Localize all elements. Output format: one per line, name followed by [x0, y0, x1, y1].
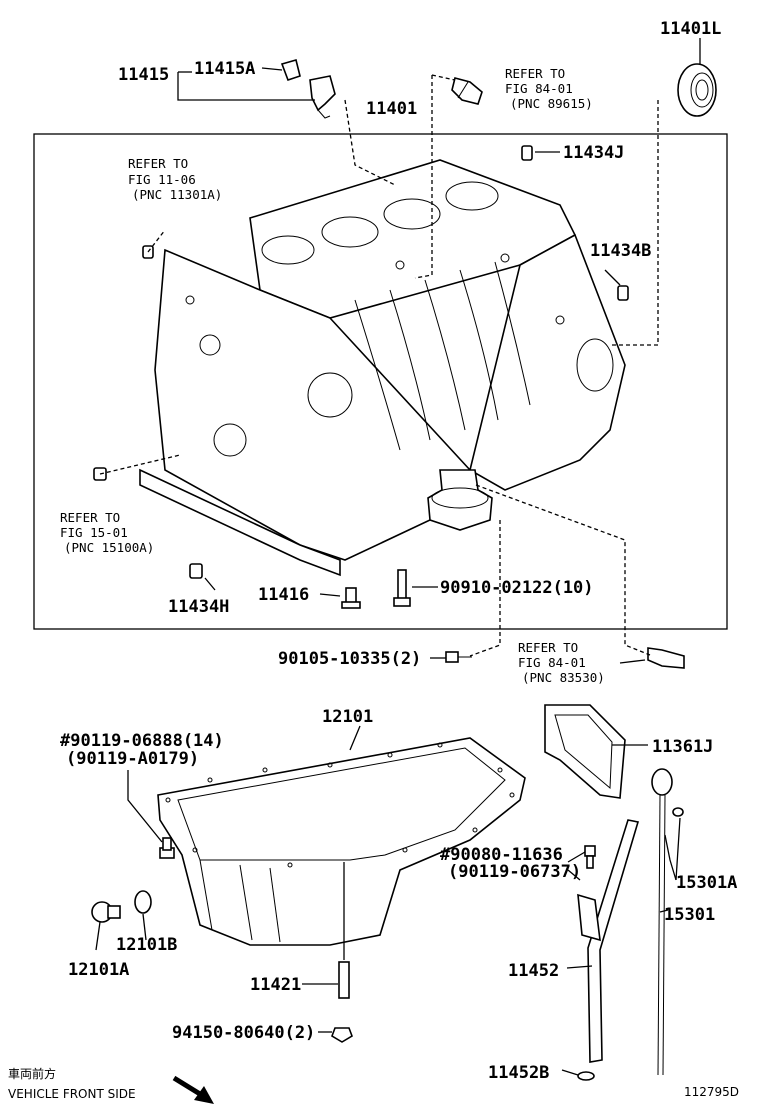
ref-83530-line2: FIG 84-01	[518, 655, 586, 670]
vehicle-front-jp: 車両前方	[8, 1066, 56, 1081]
ref-15100A-line1: REFER TO	[60, 510, 120, 525]
label-11401L: 11401L	[660, 19, 721, 39]
label-90080-11636: #90080-11636	[440, 845, 563, 865]
label-11452B: 11452B	[488, 1063, 549, 1083]
label-15301A: 15301A	[676, 873, 737, 893]
ref-15100A-line2: FIG 15-01	[60, 525, 128, 540]
cylinder-block-group-frame	[33, 133, 728, 630]
part-90080-bolt	[584, 845, 596, 869]
label-11434H: 11434H	[168, 597, 229, 617]
cylinder-block-illustration	[139, 159, 626, 577]
part-12101A-plug	[91, 901, 121, 923]
label-90119-A0179: (90119-A0179)	[66, 749, 199, 769]
ref-83530-line1: REFER TO	[518, 640, 578, 655]
part-90119-bolt	[159, 837, 175, 859]
label-11401: 11401	[366, 99, 417, 119]
ref-15100A-line3: (PNC 15100A)	[64, 540, 154, 555]
label-11415: 11415	[118, 65, 169, 85]
ref-89615-line3: (PNC 89615)	[510, 96, 593, 111]
part-11452B-oring	[577, 1071, 595, 1081]
figure-code: 112795D	[684, 1085, 739, 1099]
label-12101B: 12101B	[116, 935, 177, 955]
ref-11301A-line3: (PNC 11301A)	[132, 187, 222, 202]
part-11401L-seal	[677, 63, 717, 117]
part-11416-plug	[341, 587, 361, 609]
label-11421: 11421	[250, 975, 301, 995]
part-11452-guide	[577, 819, 640, 1063]
part-11434B-dowel	[617, 285, 629, 301]
part-83530-switch	[647, 647, 685, 669]
ref-89615-line2: FIG 84-01	[505, 81, 573, 96]
label-11415A: 11415A	[194, 59, 255, 79]
part-94150-nut	[331, 1027, 353, 1043]
label-11434J: 11434J	[563, 143, 624, 163]
label-11361J: 11361J	[652, 737, 713, 757]
label-11416: 11416	[258, 585, 309, 605]
ref-83530-line3: (PNC 83530)	[522, 670, 605, 685]
label-90910-02122: 90910-02122(10)	[440, 578, 594, 598]
vehicle-front-en: VEHICLE FRONT SIDE	[8, 1087, 136, 1101]
label-90105-10335: 90105-10335(2)	[278, 649, 421, 669]
ref-11301A-line2: FIG 11-06	[128, 172, 196, 187]
front-direction-arrow-icon	[172, 1075, 214, 1104]
leader-lines	[95, 38, 701, 1076]
part-15301A-oring	[672, 807, 684, 817]
part-12101B-gasket	[134, 890, 152, 914]
part-11415-nozzle	[280, 59, 336, 119]
label-90119-06888: #90119-06888(14)	[60, 731, 224, 751]
part-15301-dipstick	[651, 768, 673, 1076]
part-90910-bolt	[393, 569, 411, 607]
label-15301: 15301	[664, 905, 715, 925]
part-11434H-dowel	[189, 563, 203, 579]
part-89615-sensor	[451, 77, 483, 105]
label-12101A: 12101A	[68, 960, 129, 980]
label-11452: 11452	[508, 961, 559, 981]
part-11361J-baffle	[544, 704, 626, 799]
label-94150-80640: 94150-80640(2)	[172, 1023, 315, 1043]
label-12101: 12101	[322, 707, 373, 727]
ref-89615-line1: REFER TO	[505, 66, 565, 81]
part-90105-bolt	[445, 651, 472, 663]
label-11434B: 11434B	[590, 241, 651, 261]
part-11434J-dowel	[521, 145, 533, 161]
label-90119-06737: (90119-06737)	[448, 862, 581, 882]
oil-pan-illustration	[157, 737, 526, 946]
ref-11301A-line1: REFER TO	[128, 156, 188, 171]
part-11421-stud	[338, 961, 350, 999]
